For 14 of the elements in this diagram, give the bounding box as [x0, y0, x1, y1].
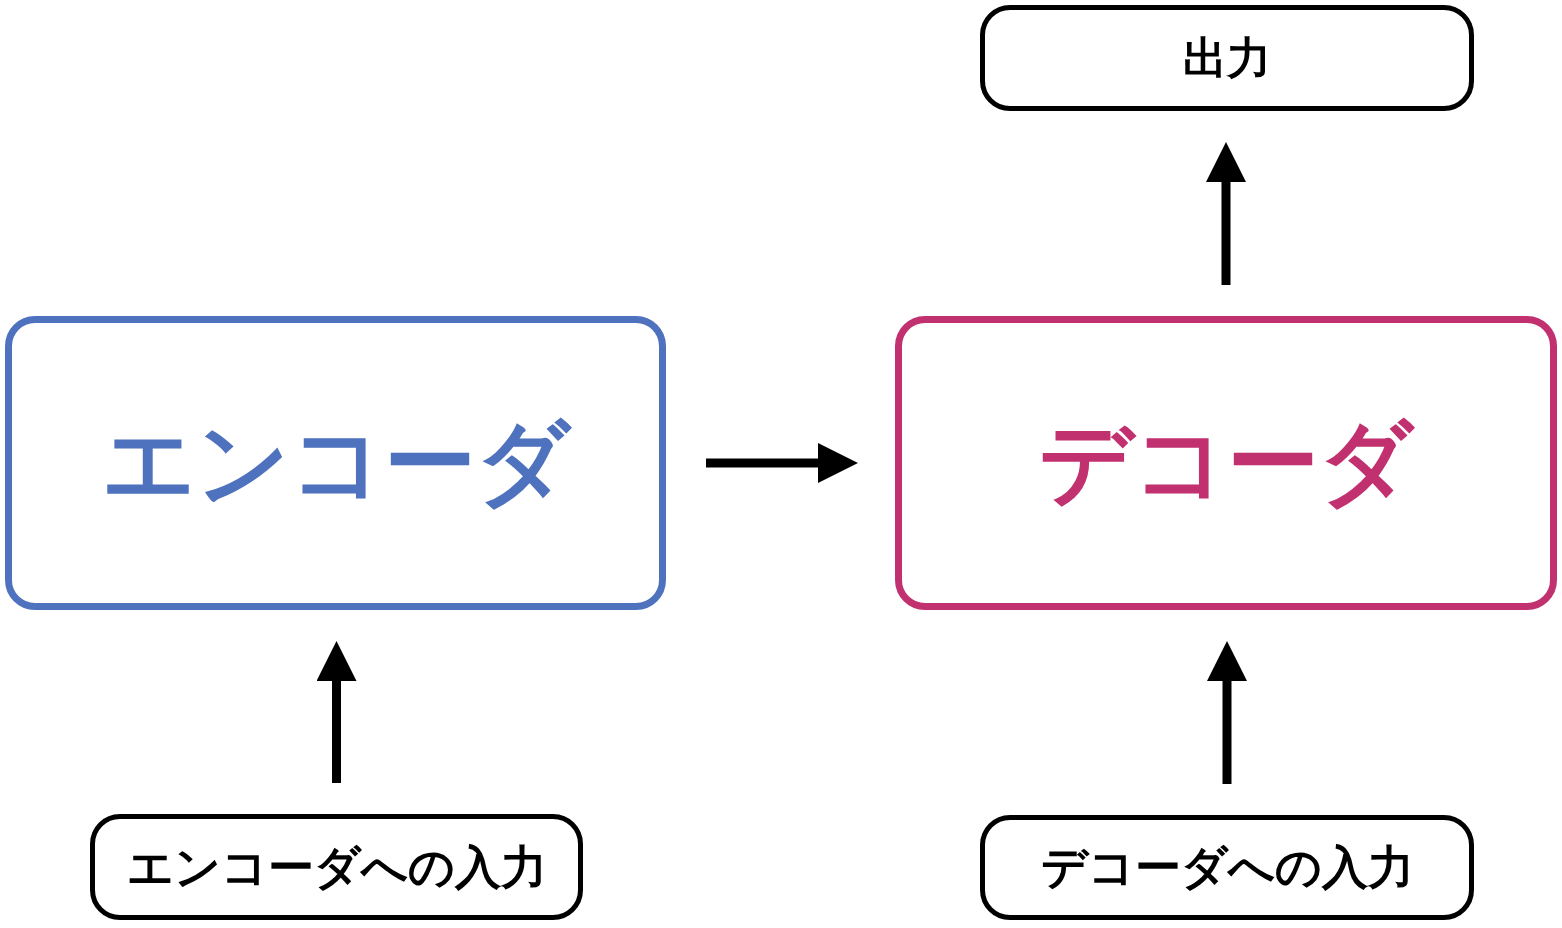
process-box	[980, 815, 1474, 920]
box-label: エンコーダ	[101, 410, 570, 516]
arrow	[1207, 641, 1247, 784]
arrow	[1206, 142, 1246, 285]
box-label: エンコーダへの入力	[126, 840, 547, 894]
arrow	[316, 641, 357, 783]
box-label: デコーダへの入力	[1040, 841, 1414, 894]
process-box	[895, 316, 1557, 610]
box-label: デコーダ	[1039, 410, 1413, 516]
process-box	[90, 814, 583, 920]
process-box	[5, 316, 666, 610]
arrow	[706, 443, 858, 483]
process-box	[980, 5, 1474, 111]
box-label: 出力	[1183, 32, 1271, 84]
